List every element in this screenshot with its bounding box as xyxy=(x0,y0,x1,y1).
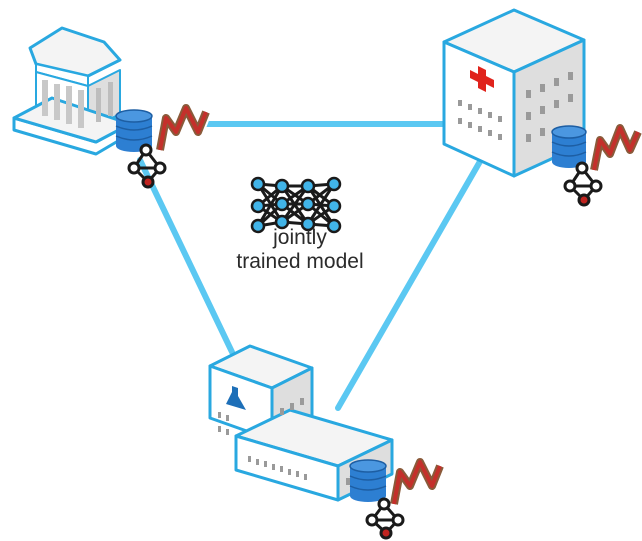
connection-links xyxy=(137,121,485,411)
hospital-cross-icon xyxy=(470,66,494,92)
bank-column xyxy=(78,90,84,128)
network-node xyxy=(326,218,342,234)
hospital-node xyxy=(442,8,642,207)
bank-column xyxy=(66,86,72,124)
network-node xyxy=(326,198,342,214)
hospital-graph-icon xyxy=(563,161,603,207)
bank-column xyxy=(96,88,101,122)
network-node xyxy=(274,178,290,194)
hospital-database-icon xyxy=(551,125,587,168)
neural-network-icon xyxy=(250,176,342,234)
model-caption-line2: trained model xyxy=(236,250,364,273)
network-node xyxy=(274,196,290,212)
network-node xyxy=(250,218,266,234)
hospital-windows xyxy=(458,72,573,142)
flask-icon xyxy=(226,386,246,410)
network-node xyxy=(274,214,290,230)
network-node xyxy=(250,176,266,192)
network-node xyxy=(300,216,316,232)
bank-logo-icon xyxy=(154,102,212,152)
laboratory-graph-icon xyxy=(365,497,405,540)
bank-columns xyxy=(42,80,113,128)
network-node xyxy=(326,176,342,192)
bank-node xyxy=(12,26,212,189)
bank-graph-icon xyxy=(127,143,167,189)
network-node xyxy=(300,178,316,194)
bank-database-icon xyxy=(115,109,153,152)
model-caption-line1: jointly xyxy=(273,226,327,249)
laboratory-database-icon xyxy=(349,459,387,502)
bank-column xyxy=(42,80,48,116)
laboratory-logo-icon xyxy=(388,456,446,506)
bank-column xyxy=(108,82,113,116)
network-node xyxy=(300,196,316,212)
link-hospital-laboratory xyxy=(335,155,485,411)
bank-column xyxy=(54,84,60,120)
link-bank-laboratory xyxy=(137,157,235,355)
hospital-building-icon xyxy=(442,8,586,178)
network-node xyxy=(250,198,266,214)
hospital-logo-icon xyxy=(588,122,642,172)
laboratory-node xyxy=(208,344,446,540)
